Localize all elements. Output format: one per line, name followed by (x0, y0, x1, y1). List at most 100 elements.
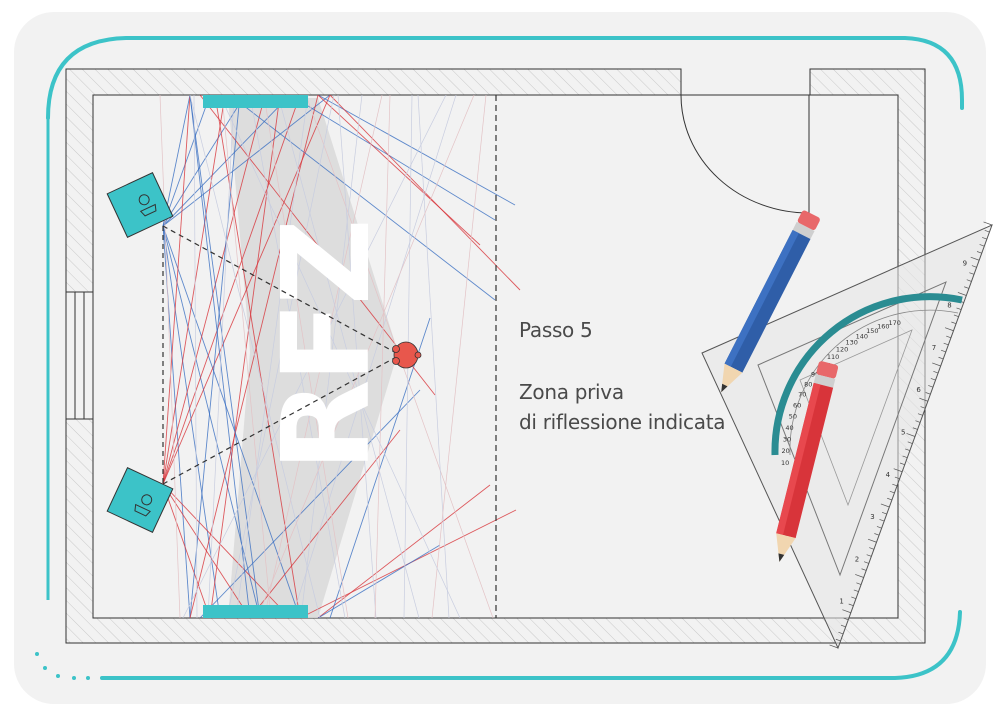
ruler-tick (982, 237, 987, 240)
rfz-mark: RFZ (258, 222, 397, 471)
ruler-tick (892, 483, 898, 487)
protractor-label: 140 (856, 332, 868, 340)
ruler-tick (940, 349, 946, 353)
protractor-label: 170 (888, 319, 900, 327)
reflection-ray (162, 225, 261, 618)
reflection-ray (277, 95, 420, 618)
reflection-ray (235, 95, 309, 618)
reflection-ray (162, 95, 301, 485)
speaker-icon (106, 467, 174, 533)
protractor-label: 80 (804, 380, 812, 388)
reflection-ray (159, 95, 181, 618)
protractor-label: 130 (845, 338, 857, 346)
reflection-ray (374, 95, 391, 618)
reflection-ray (431, 95, 487, 618)
reflection-ray (229, 95, 496, 301)
reflection-ray (291, 95, 457, 618)
ruler-tick (944, 327, 954, 332)
ruler-tick (879, 519, 885, 522)
absorber-top (203, 95, 308, 108)
reflection-ray (226, 95, 335, 618)
ruler-tick (917, 413, 923, 416)
ruler-tick (969, 272, 975, 275)
ruler-tick (881, 512, 887, 515)
protractor-label: 20 (781, 447, 789, 455)
reflection-ray (317, 95, 481, 246)
reflection-ray (162, 95, 291, 227)
ruler-tick (971, 265, 977, 268)
ruler-tick (906, 433, 916, 437)
protractor-label: 60 (793, 401, 801, 409)
protractor-label: 70 (798, 391, 806, 399)
caption-line-2: di riflessione indicata (519, 410, 726, 434)
reflection-ray (162, 95, 191, 485)
reflection-ray (263, 95, 383, 618)
ruler-tick (953, 314, 959, 317)
ruler-tick (889, 490, 895, 494)
window (65, 291, 94, 420)
protractor-label: 30 (783, 435, 791, 443)
protractor-label: 110 (827, 353, 839, 361)
protractor-label: 160 (877, 322, 889, 330)
reflection-ray (189, 95, 319, 618)
absorber-bottom (203, 605, 308, 618)
ruler-label: 1 (839, 598, 843, 606)
ruler-label: 5 (901, 429, 905, 437)
ruler-tick (905, 448, 910, 451)
ruler-tick (899, 462, 905, 466)
ruler-tick (938, 356, 944, 360)
ruler-tick (843, 617, 849, 621)
ruler-tick (829, 644, 839, 649)
ruler-tick (912, 427, 918, 430)
ruler-tick (855, 574, 864, 578)
pencil-icon (776, 361, 839, 562)
ruler-label: 9 (963, 259, 967, 267)
reflection-ray (182, 95, 447, 618)
reflection-ray (162, 95, 246, 227)
reflection-ray (162, 95, 211, 227)
ruler-tick (861, 568, 867, 571)
ruler-tick (951, 321, 957, 325)
ruler-tick (867, 538, 877, 543)
protractor-label: 50 (789, 412, 797, 420)
reflection-ray (289, 95, 496, 221)
reflection-ray (162, 225, 221, 618)
ruler-tick (919, 397, 928, 402)
reflection-ray (300, 95, 363, 618)
ruler-tick (887, 497, 893, 501)
ruler-tick (976, 251, 982, 254)
reflection-free-zone (228, 98, 398, 618)
ruler-tick (957, 292, 967, 296)
frame-bottom-edge (100, 610, 962, 680)
ruler-tick (983, 221, 993, 226)
ruler-tick (838, 631, 844, 635)
ruler-tick (840, 624, 846, 628)
ruler-tick (874, 533, 880, 536)
reflection-ray (162, 483, 211, 618)
reflection-ray (337, 95, 377, 618)
reflection-ray (189, 95, 321, 618)
door (680, 69, 810, 214)
reflection-ray (249, 95, 346, 618)
ruler-tick (907, 441, 913, 444)
reflection-ray (221, 95, 272, 618)
ruler-tick (894, 476, 900, 480)
ruler-tick (970, 256, 980, 261)
reflection-ray (207, 95, 235, 618)
reflection-ray (317, 484, 491, 618)
ruler-tick (851, 596, 857, 599)
ruler-tick (930, 378, 936, 381)
reflection-ray (189, 95, 241, 618)
ruler-tick (932, 362, 941, 367)
ruler-label: 6 (916, 386, 921, 394)
ruler-tick (920, 406, 926, 409)
reflection-ray (199, 389, 421, 618)
protractor-label: 10 (781, 459, 789, 467)
reflection-ray (162, 95, 266, 485)
frame-top-edge (46, 36, 964, 120)
pencil-icon (721, 210, 820, 393)
ruler-tick (964, 286, 970, 289)
reflection-ray (162, 95, 226, 485)
protractor-label: 120 (836, 345, 848, 353)
